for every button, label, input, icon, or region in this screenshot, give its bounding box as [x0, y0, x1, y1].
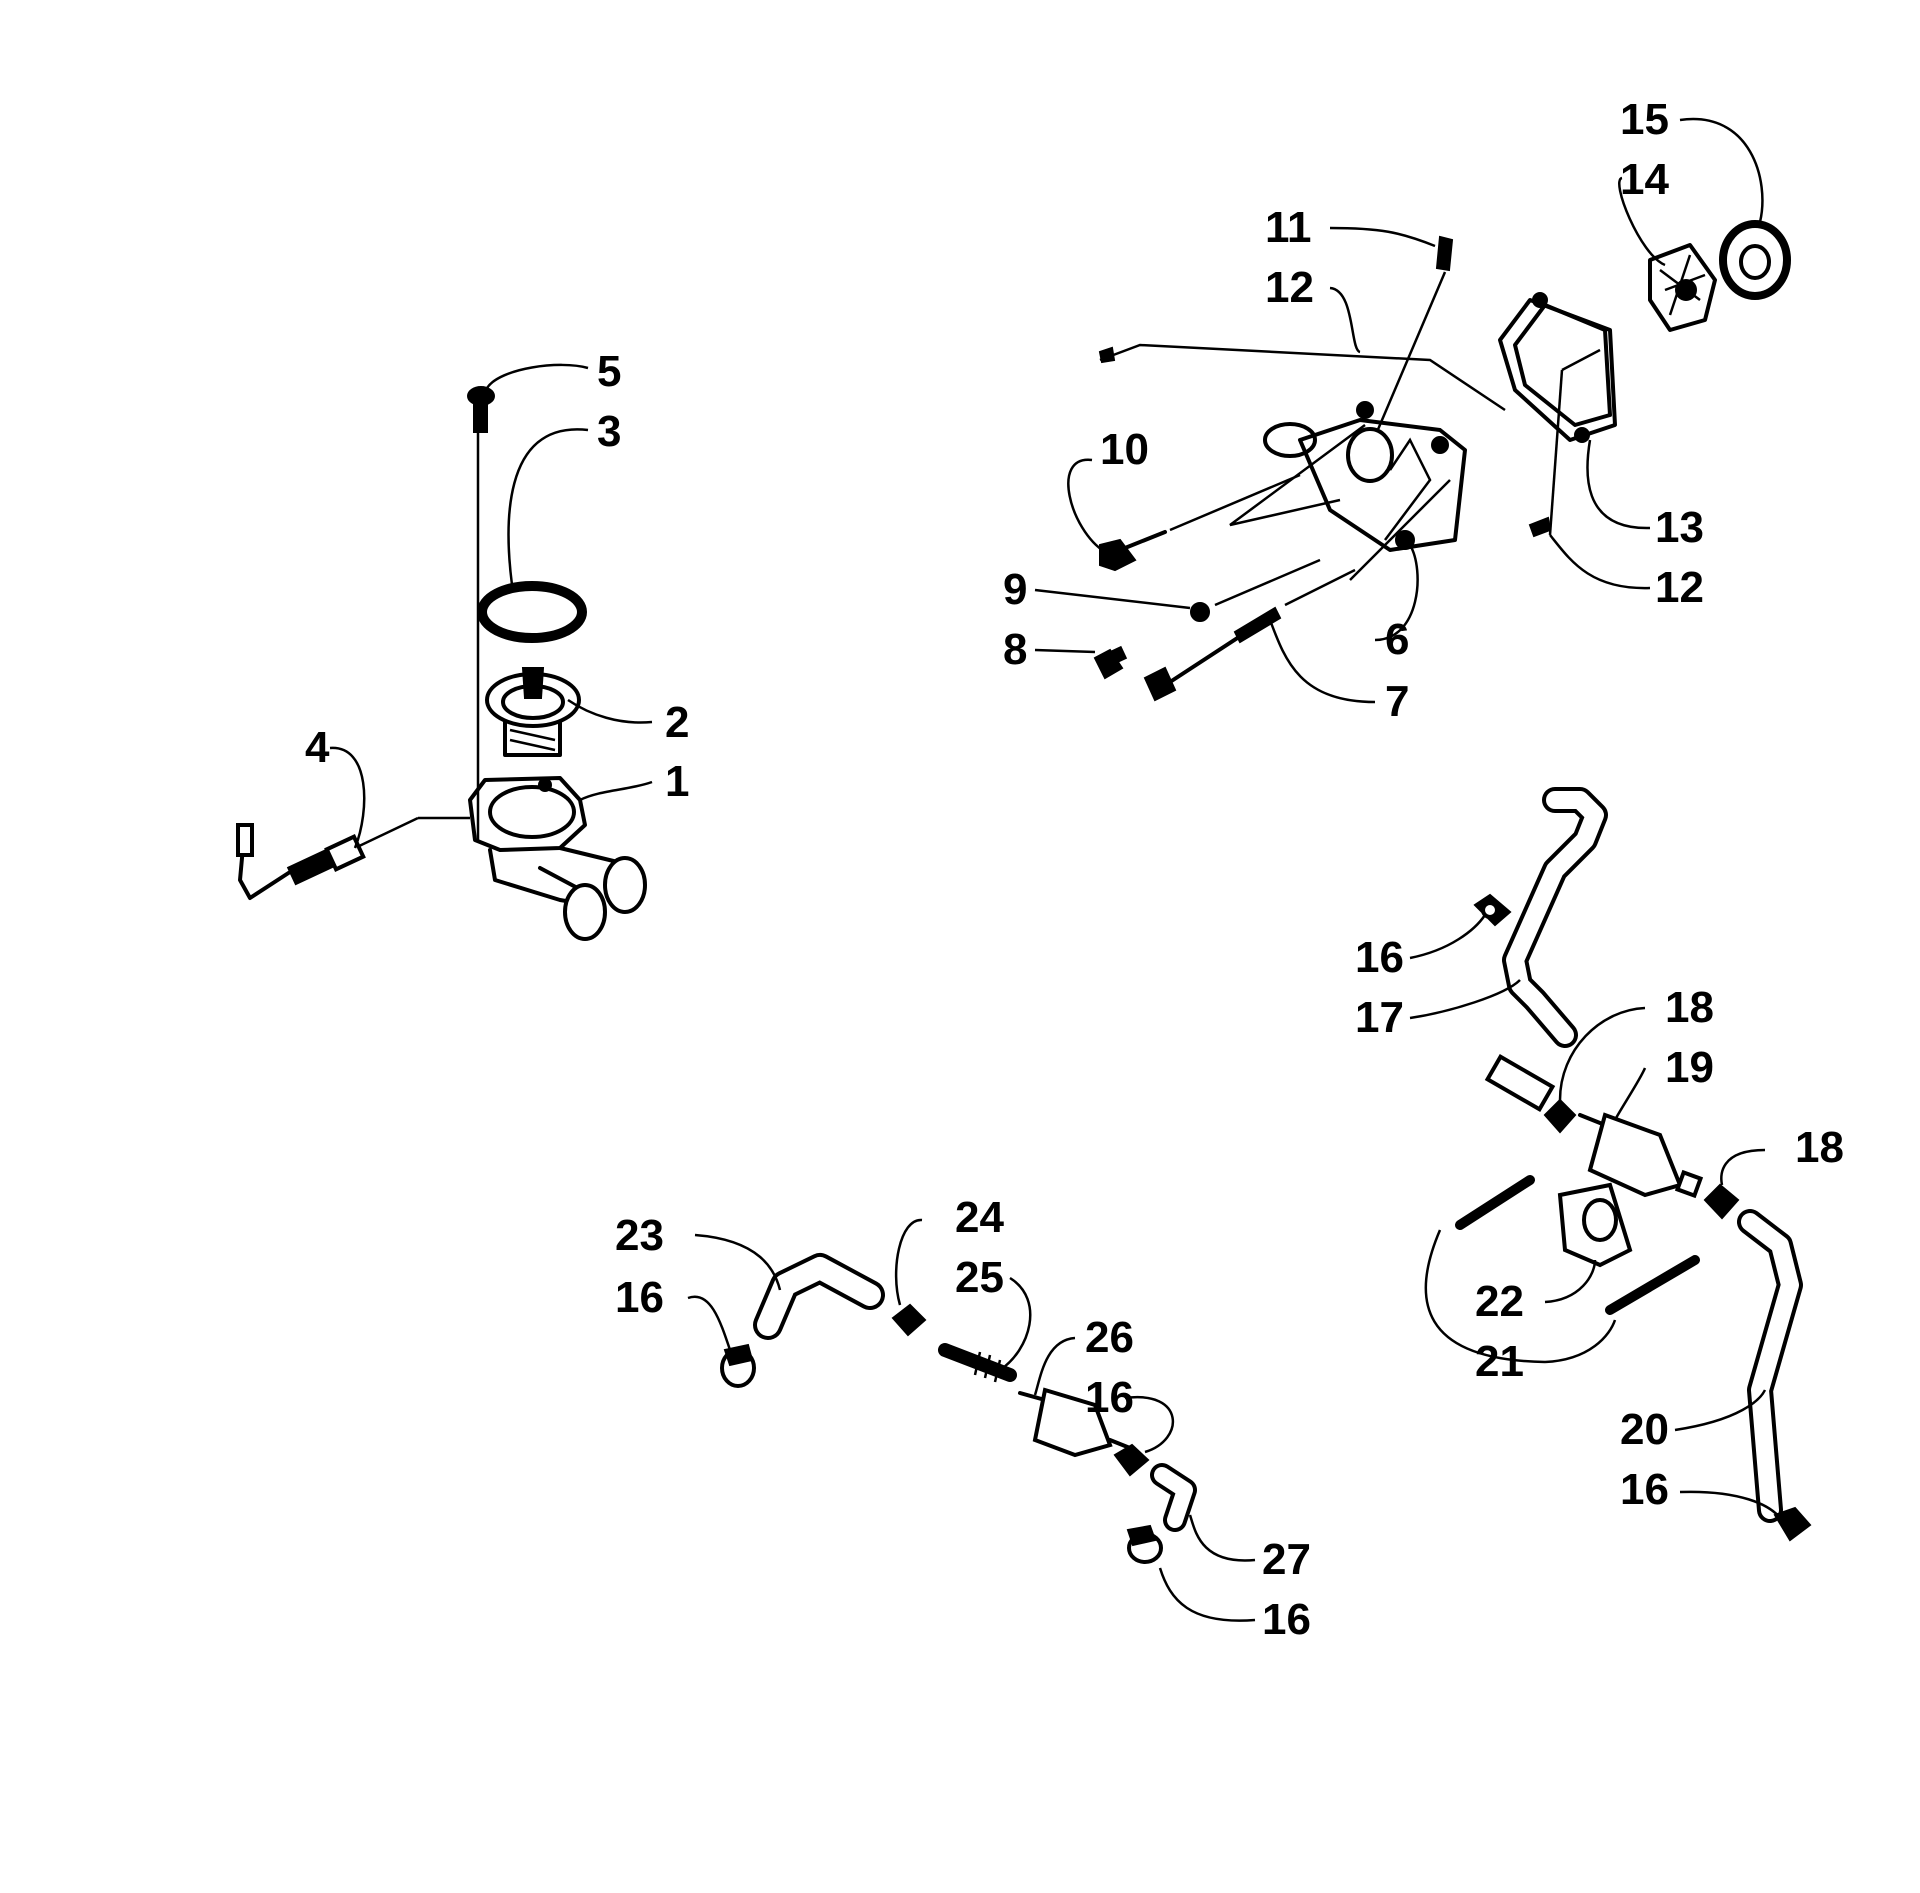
callout-labels: 1 2 3 4 5 6 7 8 9 10 11 12 12 13 14 15 1… [305, 95, 1844, 1644]
fuel-filter-part-19 [1578, 1112, 1704, 1199]
callout-6: 6 [1385, 615, 1409, 664]
callout-15: 15 [1620, 95, 1669, 144]
right-hose-group [1455, 787, 1812, 1542]
hose-clamp-part-24 [891, 1303, 927, 1337]
hose-clamp-part-16d [1113, 1443, 1150, 1477]
callout-21: 21 [1475, 1337, 1524, 1386]
callout-12a: 12 [1265, 263, 1314, 312]
callout-17: 17 [1355, 993, 1404, 1042]
callout-9: 9 [1003, 565, 1027, 614]
pump-cover-gasket-part-13 [1498, 292, 1617, 443]
callout-18a: 18 [1665, 983, 1714, 1032]
fuel-filter-part-26 [1018, 1387, 1132, 1458]
callout-11: 11 [1265, 203, 1312, 252]
callout-19: 19 [1665, 1043, 1714, 1092]
tube-part-25 [938, 1343, 1017, 1383]
leader-lines [329, 117, 1781, 1622]
bolt-part-5 [467, 386, 495, 433]
callout-27: 27 [1262, 1535, 1311, 1584]
thermostat-housing-part-1 [468, 776, 647, 941]
callout-14: 14 [1620, 155, 1669, 204]
pump-body-part-6 [1263, 401, 1467, 552]
lower-hose-group [720, 1253, 1197, 1564]
callout-4: 4 [305, 723, 330, 772]
hose-part-23 [753, 1253, 885, 1340]
washer-part-9 [1190, 602, 1210, 622]
thermostat-part-2 [485, 667, 581, 757]
thermostat-housing-group [236, 386, 647, 941]
hose-clamp-part-16e [1126, 1524, 1163, 1564]
callout-8: 8 [1003, 625, 1027, 674]
callout-16c: 16 [615, 1273, 664, 1322]
callout-22: 22 [1475, 1277, 1524, 1326]
elbow-hose-part-27 [1150, 1463, 1197, 1532]
callout-7: 7 [1385, 677, 1409, 726]
callout-3: 3 [597, 407, 621, 456]
callout-18b: 18 [1795, 1123, 1844, 1172]
callout-20: 20 [1620, 1405, 1669, 1454]
callout-5: 5 [597, 347, 621, 396]
callout-24: 24 [955, 1193, 1004, 1242]
callout-12b: 12 [1655, 563, 1704, 612]
callout-1: 1 [665, 757, 689, 806]
callout-13: 13 [1655, 503, 1704, 552]
callout-16d: 16 [1085, 1373, 1134, 1422]
hose-clamp-part-16 [1473, 893, 1512, 927]
impeller-part-14 [1648, 243, 1717, 332]
o-ring-part-3 [477, 581, 587, 643]
bracket-part-22 [1557, 1182, 1633, 1268]
bolt-part-8 [1093, 645, 1128, 680]
seal-part-15 [1719, 220, 1791, 300]
long-bolt-part-7 [1143, 568, 1356, 702]
bolt-part-10 [1099, 473, 1301, 572]
callout-16e: 16 [1262, 1595, 1311, 1644]
callout-16a: 16 [1355, 933, 1404, 982]
stud-part-21 [1455, 1175, 1700, 1315]
temperature-sensor-part-4 [236, 816, 470, 900]
callout-16b: 16 [1620, 1465, 1669, 1514]
hose-clamp-part-18b [1703, 1183, 1740, 1220]
water-pump-group [1093, 220, 1791, 702]
callout-26: 26 [1085, 1313, 1134, 1362]
callout-23: 23 [615, 1211, 664, 1260]
hose-clamp-part-18 [1543, 1098, 1577, 1134]
callout-10: 10 [1100, 425, 1149, 474]
hose-clamp-part-16b [1773, 1506, 1812, 1542]
hose-clamp-part-16c [720, 1343, 756, 1388]
callout-2: 2 [665, 698, 689, 747]
callout-25: 25 [955, 1253, 1004, 1302]
